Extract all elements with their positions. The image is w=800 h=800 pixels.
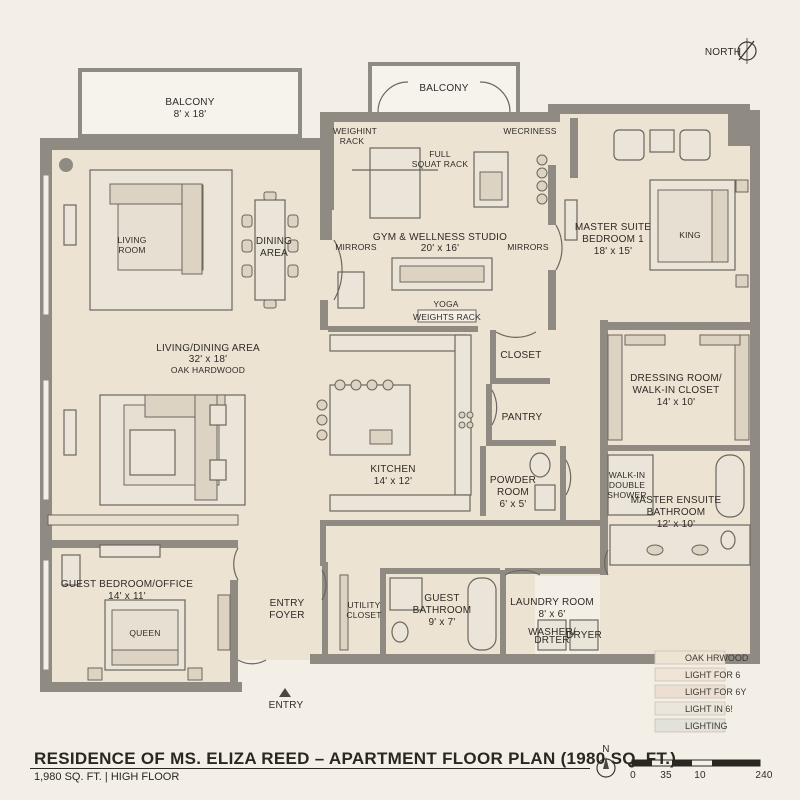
balcony-left-size: 8' x 18' bbox=[174, 109, 207, 120]
closet-label: CLOSET bbox=[500, 350, 541, 361]
north-compass-icon bbox=[737, 38, 757, 64]
interior-walls bbox=[47, 165, 750, 685]
compass-small-label: N bbox=[602, 744, 609, 755]
shower-line2: DOUBLE bbox=[609, 480, 645, 490]
gym-weight-rack-2: RACK bbox=[340, 136, 365, 146]
doors bbox=[233, 81, 609, 665]
master-bath-fixtures bbox=[607, 454, 751, 566]
shower-line3: SHOWER bbox=[607, 490, 646, 500]
wall-stub bbox=[570, 118, 578, 178]
powder-size: 6' x 5' bbox=[500, 499, 527, 510]
dryer-label: DRYER bbox=[566, 630, 602, 641]
powder-line1: POWDER bbox=[490, 475, 536, 486]
entry-arrow-icon bbox=[279, 688, 291, 697]
gym-squat-1: FULL bbox=[429, 149, 451, 159]
legend-swatches bbox=[654, 650, 726, 733]
master-suite-size: 18' x 15' bbox=[594, 246, 632, 257]
entry-foyer-line2: FOYER bbox=[269, 610, 304, 621]
entry-foyer-line1: ENTRY bbox=[270, 598, 305, 609]
queen-bed-label: QUEEN bbox=[129, 628, 160, 638]
kitchen-size: 14' x 12' bbox=[374, 476, 412, 487]
guest-bath-line2: BATHROOM bbox=[413, 605, 472, 616]
living-room-line1: LIVING bbox=[117, 235, 146, 245]
living-room-line2: ROOM bbox=[118, 245, 145, 255]
legend-label-1: LIGHT FOR 6 bbox=[685, 670, 740, 680]
master-suite-line1: MASTER SUITE bbox=[575, 222, 651, 233]
gym-mirrors-left: MIRRORS bbox=[335, 242, 377, 252]
dressing-room-fixtures bbox=[607, 334, 750, 441]
column bbox=[59, 158, 73, 172]
guest-bedroom-name: GUEST BEDROOM/OFFICE bbox=[61, 579, 193, 590]
laundry-name: LAUNDRY ROOM bbox=[510, 597, 594, 608]
guest-bedroom-size: 14' x 11' bbox=[108, 591, 146, 602]
compass-label: NORTH bbox=[705, 47, 741, 58]
washer-line1: WASHER/ bbox=[528, 627, 576, 638]
master-bedroom-furniture bbox=[564, 129, 749, 288]
window-left-3 bbox=[42, 559, 50, 671]
utility-line2: CLOSET bbox=[346, 610, 381, 620]
gym-weights-rack: WEIGHTS RACK bbox=[413, 312, 481, 322]
living-dining-floor: OAK HARDWOOD bbox=[171, 365, 245, 375]
dining-line2: AREA bbox=[260, 248, 288, 259]
title-divider bbox=[30, 768, 590, 769]
window-left-1 bbox=[42, 174, 50, 316]
legend-label-2: LIGHT FOR 6Y bbox=[685, 687, 746, 697]
utility-line1: UTILITY bbox=[347, 600, 380, 610]
gym-weight-rack-1: WEIGHINT bbox=[333, 126, 377, 136]
powder-line2: ROOM bbox=[497, 487, 529, 498]
scale-bar bbox=[631, 759, 761, 767]
living-room-furniture bbox=[63, 169, 246, 506]
shower-line1: WALK-IN bbox=[609, 470, 646, 480]
washer-line2: DRTER bbox=[534, 635, 569, 646]
living-dining-size: 32' x 18' bbox=[189, 354, 227, 365]
legend-label-3: LIGHT IN 6! bbox=[685, 704, 733, 714]
balcony-top-name: BALCONY bbox=[419, 83, 468, 94]
king-bed-label: KING bbox=[679, 230, 701, 240]
scale-tick-1: 35 bbox=[660, 770, 672, 781]
entry-label: ENTRY bbox=[269, 700, 304, 711]
master-bath-line1: MASTER ENSUITE bbox=[631, 495, 722, 506]
window-left-2 bbox=[42, 379, 50, 501]
master-bath-line2: BATHROOM bbox=[647, 507, 706, 518]
north-compass-small-icon bbox=[596, 757, 616, 778]
plan-subtitle: 1,980 SQ. FT. | HIGH FLOOR bbox=[34, 771, 180, 783]
gym-mirrors-right: MIRRORS bbox=[507, 242, 549, 252]
kitchen-name: KITCHEN bbox=[370, 464, 415, 475]
gym-equipment bbox=[337, 147, 548, 323]
balcony-left-name: BALCONY bbox=[165, 97, 214, 108]
dressing-line2: WALK-IN CLOSET bbox=[633, 385, 720, 396]
gym-wecriness: WECRINESS bbox=[503, 126, 556, 136]
legend-label-4: LIGHTING bbox=[685, 721, 728, 731]
master-suite-line2: BEDROOM 1 bbox=[582, 234, 644, 245]
pantry-label: PANTRY bbox=[502, 412, 543, 423]
master-bath-size: 12' x 10' bbox=[657, 519, 695, 530]
legend-label-0: OAK HRWOOD bbox=[685, 653, 749, 663]
dressing-size: 14' x 10' bbox=[657, 397, 695, 408]
guest-bath-line1: GUEST bbox=[424, 593, 459, 604]
balcony-left-area bbox=[78, 68, 302, 138]
kitchen-furniture bbox=[316, 334, 474, 512]
guest-bath-size: 9' x 7' bbox=[429, 617, 456, 628]
gym-squat-2: SQUAT RACK bbox=[412, 159, 469, 169]
guest-bedroom-furniture bbox=[61, 544, 231, 681]
gym-size: 20' x 16' bbox=[421, 243, 459, 254]
plan-title: RESIDENCE OF MS. ELIZA REED – APARTMENT … bbox=[34, 749, 677, 768]
dressing-line1: DRESSING ROOM/ bbox=[630, 373, 722, 384]
living-dining-name: LIVING/DINING AREA bbox=[156, 343, 260, 354]
scale-tick-2: 10 bbox=[694, 770, 706, 781]
powder-room-fixtures bbox=[529, 452, 556, 511]
dining-table bbox=[241, 191, 299, 309]
utility-fixtures bbox=[339, 574, 599, 651]
scale-tick-3: 240 bbox=[755, 770, 773, 781]
gym-name: GYM & WELLNESS STUDIO bbox=[373, 232, 507, 243]
dining-line1: DINING bbox=[256, 236, 292, 247]
scale-tick-0: 0 bbox=[630, 770, 636, 781]
laundry-size: 8' x 6' bbox=[539, 609, 566, 620]
gym-yoga: YOGA bbox=[433, 299, 458, 309]
